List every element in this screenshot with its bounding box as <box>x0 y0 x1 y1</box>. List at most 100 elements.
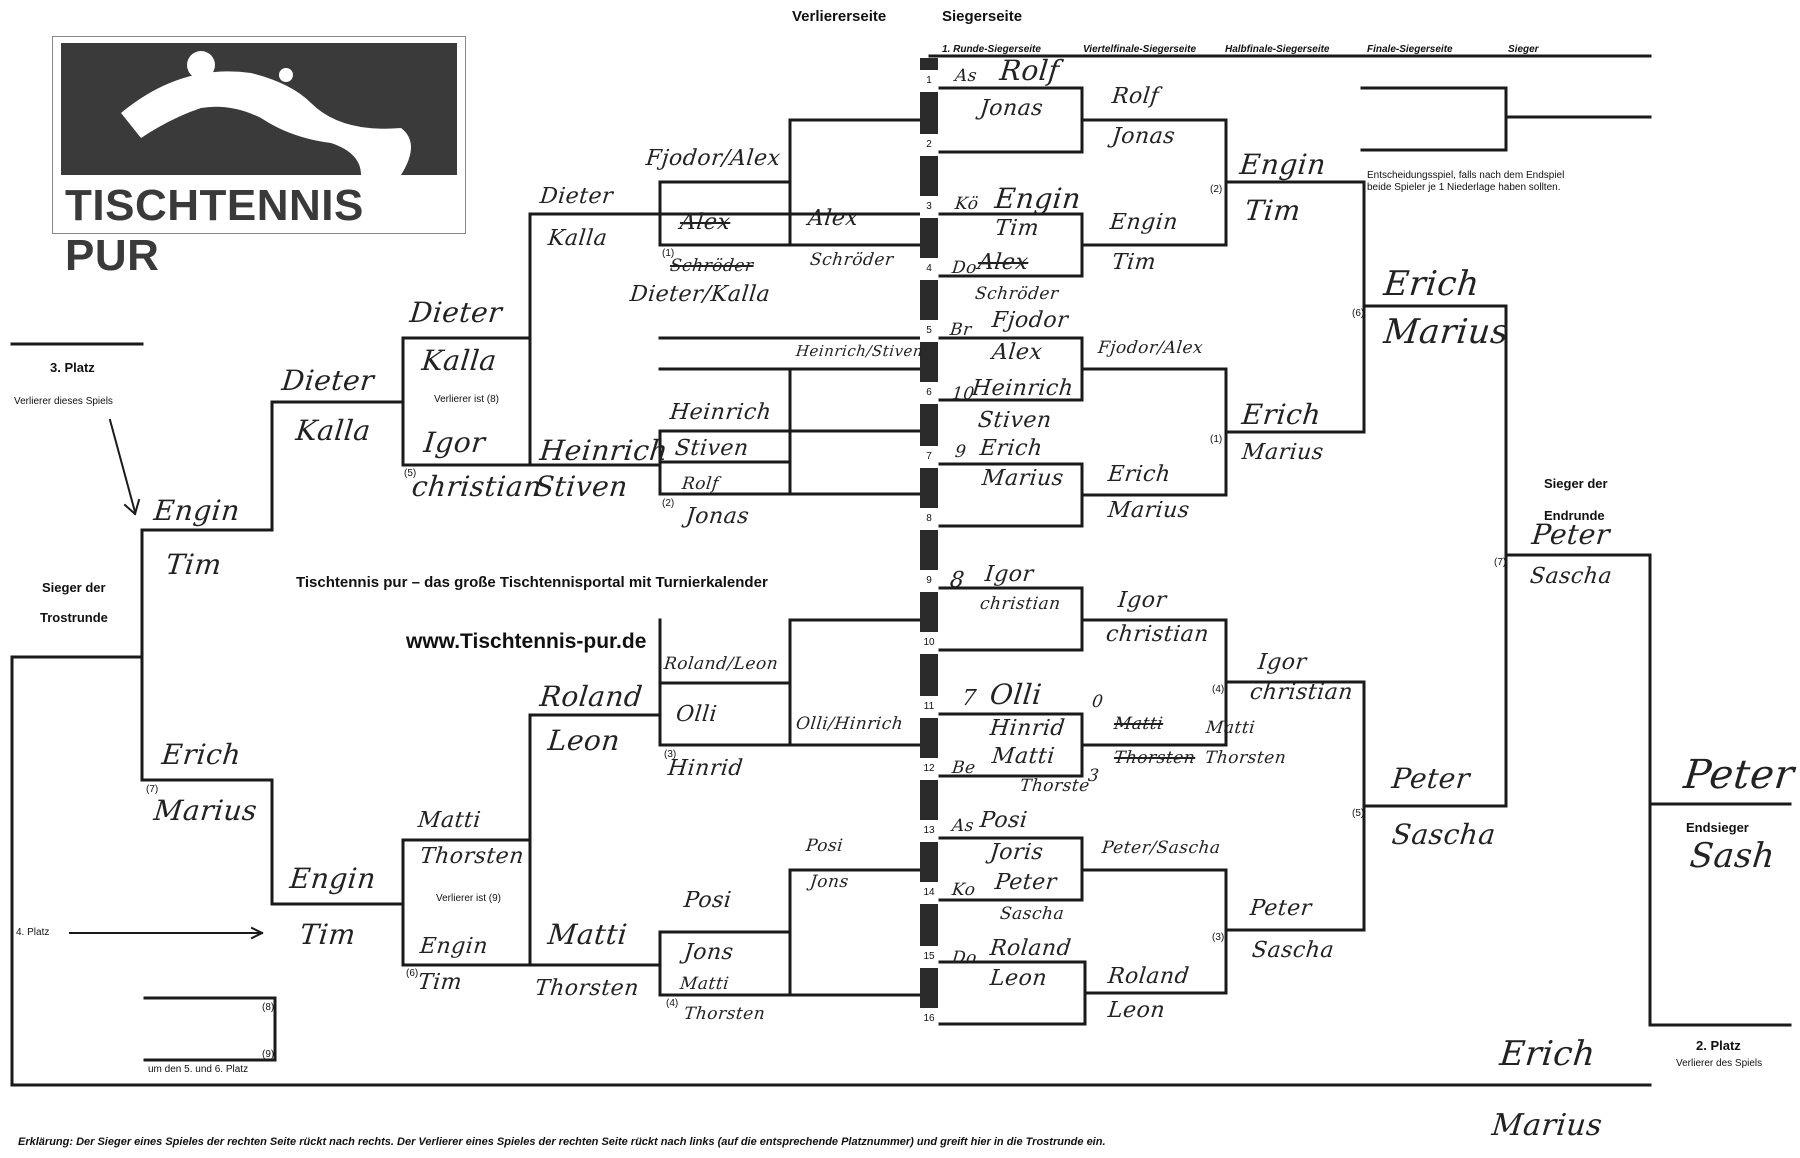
round-header: Viertelfinale-Siegerseite <box>1083 44 1197 55</box>
player-name: Thorste <box>1018 776 1091 796</box>
logo-mark <box>61 43 457 175</box>
score-mark: 0 <box>1090 692 1105 712</box>
player-name: Jons <box>682 940 735 965</box>
player-name: Matti <box>546 918 630 951</box>
player-name: Schröder <box>668 256 755 276</box>
seed-mark: Kö <box>953 194 980 214</box>
round-header: Halbfinale-Siegerseite <box>1225 44 1330 55</box>
player-name: christian <box>1104 622 1211 647</box>
slot-number: 14 <box>920 882 938 904</box>
game-number: (7) <box>146 784 159 795</box>
player-name: Peter <box>993 870 1059 895</box>
fourth-place-label: 4. Platz <box>16 927 50 938</box>
player-name: Dieter/Kalla <box>628 282 772 307</box>
player-name: Thorsten <box>1112 748 1197 768</box>
header-loser-side: Verliererseite <box>792 8 887 25</box>
player-name: Erich <box>1381 264 1482 304</box>
player-name: Igor <box>1116 588 1168 613</box>
seed-mark: Do <box>950 948 978 968</box>
player-name: Engin <box>288 862 378 895</box>
player-name: Peter <box>1530 518 1612 551</box>
game-number: (6) <box>406 968 419 979</box>
player-name: Marius <box>1381 312 1511 352</box>
seed-mark: 7 <box>960 686 978 711</box>
decider-note: beide Spieler je 1 Niederlage haben soll… <box>1367 182 1561 193</box>
loser-note: Verlierer ist (8) <box>434 394 500 405</box>
player-name: Alex <box>976 250 1030 275</box>
player-name: Sascha <box>1390 818 1498 851</box>
player-name: Matti <box>990 744 1057 769</box>
slot-number: 1 <box>920 70 938 92</box>
player-name: Engin <box>1108 210 1180 235</box>
player-name: Dieter <box>538 184 615 209</box>
third-place-label: 3. Platz <box>50 360 95 375</box>
player-name: Engin <box>1238 148 1328 181</box>
seed-mark: Do <box>950 258 978 278</box>
slot-number: 9 <box>920 570 938 592</box>
game-number: (1) <box>662 248 675 259</box>
player-name: Engin <box>152 494 242 527</box>
player-name: Kalla <box>546 226 609 251</box>
player-name: Rolf <box>680 474 720 494</box>
player-name: Matti <box>678 974 731 994</box>
player-name: Stiven <box>673 436 750 461</box>
player-name: Jonas <box>1110 124 1177 149</box>
game-number: (3) <box>664 749 677 760</box>
player-name: Roland <box>538 680 645 713</box>
player-name: Jonas <box>978 96 1045 121</box>
player-name: Peter <box>1248 896 1314 921</box>
player-name: Kalla <box>420 344 499 377</box>
game-number: (8) <box>262 1002 275 1013</box>
player-name: Posi <box>978 808 1029 833</box>
slot-number: 5 <box>920 320 938 342</box>
player-name: Dieter <box>408 296 504 329</box>
player-name: Tim <box>1243 194 1303 227</box>
player-name: Marius <box>1106 498 1191 523</box>
second-place-label: 2. Platz <box>1696 1038 1741 1053</box>
player-name: Hinrid <box>988 716 1067 741</box>
game-number: (2) <box>662 498 675 509</box>
player-name: christian <box>410 470 544 503</box>
player-name: Marius <box>152 794 259 827</box>
player-name: Erich <box>160 738 243 771</box>
player-name: Igor <box>1256 650 1308 675</box>
player-name: Jons <box>808 872 850 892</box>
portal-title: Tischtennis pur – das große Tischtennisp… <box>296 574 768 591</box>
player-name: Sascha <box>1528 564 1614 589</box>
player-name: Erich <box>978 436 1044 461</box>
runner-up-name: Marius <box>1490 1108 1605 1143</box>
player-name: christian <box>1248 680 1355 705</box>
seed-mark: Be <box>950 758 977 778</box>
player-name: Alex <box>678 210 732 235</box>
decider-note: Entscheidungsspiel, falls nach dem Endsp… <box>1367 170 1565 181</box>
player-name: Dieter <box>280 364 376 397</box>
player-name: Fjodor/Alex <box>1096 338 1205 358</box>
game-number: (2) <box>1210 184 1223 195</box>
player-name: Rolf <box>998 54 1061 87</box>
player-name: Olli <box>988 678 1044 711</box>
slot-number: 11 <box>920 696 938 718</box>
player-name: Tim <box>1110 250 1158 275</box>
player-name: Matti <box>1112 714 1165 734</box>
player-name: Olli <box>674 702 719 727</box>
player-name: Olli/Hinrich <box>794 714 905 734</box>
header-winner-side: Siegerseite <box>942 8 1023 25</box>
player-name: Schröder <box>808 250 895 270</box>
seed-mark: 8 <box>948 568 966 593</box>
player-name: Engin <box>993 182 1083 215</box>
player-name: Sascha <box>998 904 1066 924</box>
player-name: Peter/Sascha <box>1100 838 1222 858</box>
game-number: (5) <box>404 468 417 479</box>
loser-note: Verlierer ist (9) <box>436 893 502 904</box>
game-number: (6) <box>1352 308 1365 319</box>
seed-mark: As <box>950 816 976 836</box>
player-name: Leon <box>546 724 622 757</box>
player-silhouette-icon <box>121 51 411 175</box>
player-name: Schröder <box>973 284 1060 304</box>
consolation-winner-label: Trostrunde <box>40 610 108 625</box>
logo-text: TISCHTENNIS PUR <box>65 181 364 280</box>
player-name: Marius <box>1240 440 1325 465</box>
player-name: Igor <box>422 426 487 459</box>
player-name: Thorsten <box>1203 748 1288 768</box>
